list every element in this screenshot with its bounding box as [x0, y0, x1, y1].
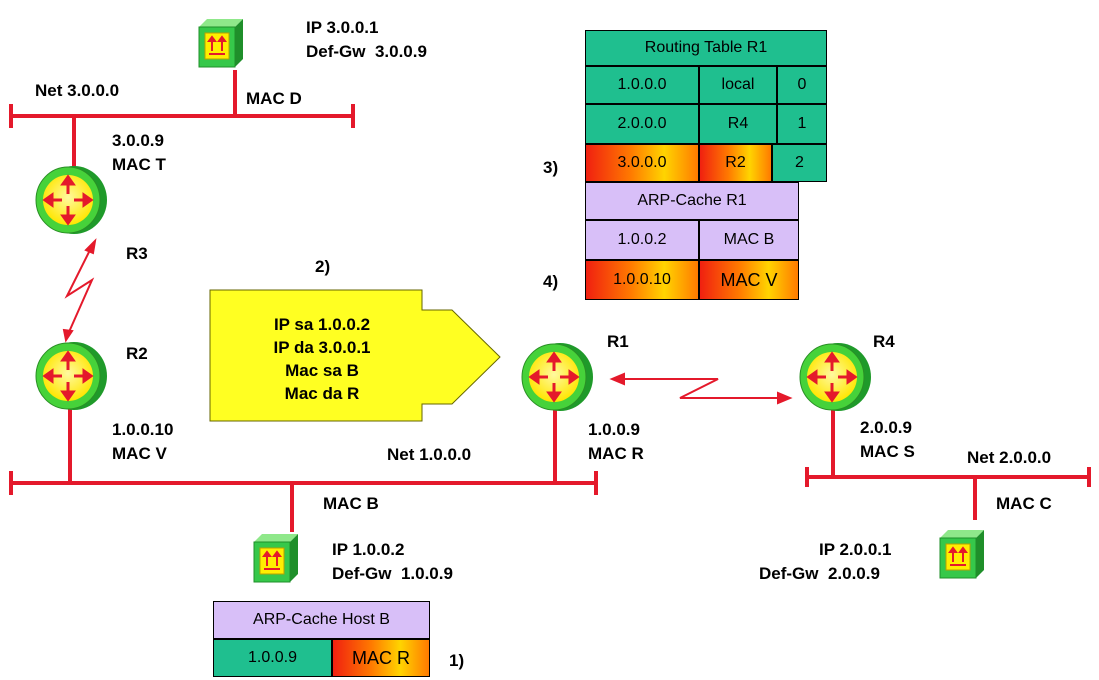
router-r1-name: R1 [607, 332, 629, 351]
arp-host-b-cell: MAC R [332, 639, 430, 677]
step-3-label: 3) [543, 158, 559, 177]
router-r1-icon [520, 341, 595, 413]
host-b-icon [253, 533, 299, 583]
router-r4-name: R4 [873, 332, 895, 351]
routing-table-cell: 2 [772, 144, 827, 182]
packet-header-text: IP sa 1.0.0.2 IP da 3.0.0.1 Mac sa B Mac… [222, 313, 422, 405]
router-r4-mac: MAC S [860, 442, 915, 461]
routing-table-cell: 0 [777, 66, 827, 104]
router-r2-ip: 1.0.0.10 [112, 420, 174, 439]
host-b-gateway: Def-Gw 1.0.0.9 [332, 564, 453, 583]
wan-link-r1-r4 [609, 372, 793, 405]
routing-table-cell: 2.0.0.0 [585, 104, 699, 144]
router-r3-name: R3 [126, 244, 148, 263]
wan-link-r3-r2 [62, 238, 97, 343]
net1-line [9, 404, 598, 532]
arp-r1-cell: MAC V [699, 260, 799, 300]
router-r1-mac: MAC R [588, 444, 644, 463]
routing-table-cell: 1 [777, 104, 827, 144]
step-2-label: 2) [315, 257, 331, 276]
router-r3-mac: MAC T [112, 155, 166, 174]
host-d-icon [198, 18, 244, 68]
host-c-icon [939, 529, 985, 579]
host-d-ip: IP 3.0.0.1 [306, 18, 379, 37]
arp-r1-title: ARP-Cache R1 [585, 182, 799, 220]
host-d-mac: MAC D [246, 89, 302, 108]
host-c-gateway: Def-Gw 2.0.0.9 [759, 564, 880, 583]
arp-host-b-title: ARP-Cache Host B [213, 601, 430, 639]
net2-label: Net 2.0.0.0 [967, 448, 1052, 467]
routing-table-cell: 3.0.0.0 [585, 144, 699, 182]
router-r1-ip: 1.0.0.9 [588, 420, 640, 439]
router-r2-mac: MAC V [112, 444, 167, 463]
routing-table-title: Routing Table R1 [585, 30, 827, 66]
net2-line [805, 404, 1091, 520]
step-1-label: 1) [449, 651, 465, 670]
router-r2-icon [34, 340, 109, 412]
packet-ip-destination: IP da 3.0.0.1 [273, 338, 371, 357]
routing-table-cell: R4 [699, 104, 777, 144]
step-4-label: 4) [543, 272, 559, 291]
host-b-mac: MAC B [323, 494, 379, 513]
arp-host-b-cell: 1.0.0.9 [213, 639, 332, 677]
routing-table-cell: local [699, 66, 777, 104]
packet-mac-destination: Mac da R [284, 384, 360, 403]
host-b-ip: IP 1.0.0.2 [332, 540, 405, 559]
routing-table-cell: R2 [699, 144, 772, 182]
router-r4-icon [798, 341, 873, 413]
host-c-ip: IP 2.0.0.1 [819, 540, 892, 559]
arp-r1-cell: 1.0.0.10 [585, 260, 699, 300]
router-r3-ip: 3.0.0.9 [112, 131, 164, 150]
host-c-mac: MAC C [996, 494, 1052, 513]
router-r4-ip: 2.0.0.9 [860, 418, 912, 437]
net1-label: Net 1.0.0.0 [387, 445, 472, 464]
router-r2-name: R2 [126, 344, 148, 363]
arp-r1-cell: MAC B [699, 220, 799, 260]
packet-mac-source: Mac sa B [285, 361, 359, 380]
net3-label: Net 3.0.0.0 [35, 81, 120, 100]
packet-ip-source: IP sa 1.0.0.2 [273, 315, 371, 334]
router-r3-icon [34, 164, 109, 236]
host-d-gateway: Def-Gw 3.0.0.9 [306, 42, 427, 61]
net3-line [9, 70, 355, 180]
routing-table-cell: 1.0.0.0 [585, 66, 699, 104]
arp-r1-cell: 1.0.0.2 [585, 220, 699, 260]
packet-callout-shape [209, 289, 501, 422]
